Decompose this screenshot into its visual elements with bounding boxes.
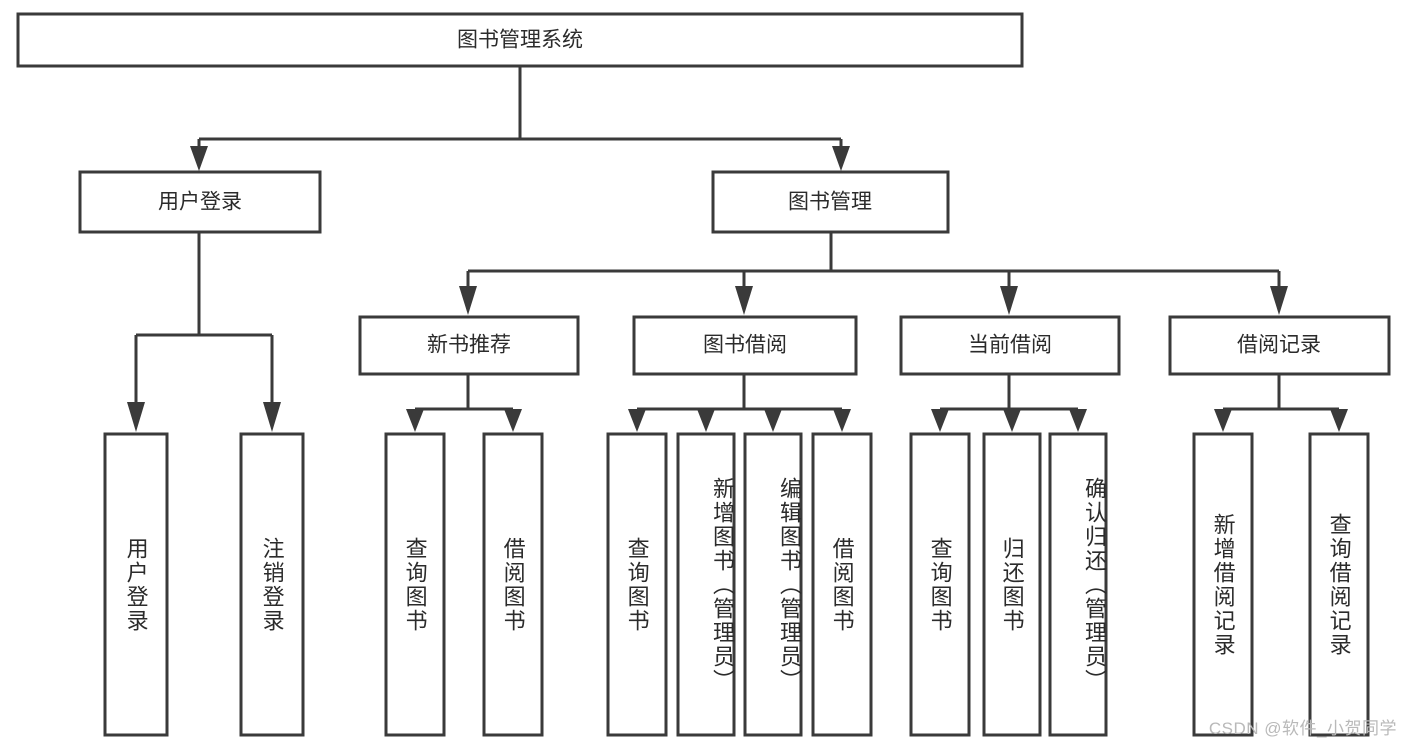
arrow-head-leaf-query-book-1 <box>406 409 424 432</box>
node-root-label: 图书管理系统 <box>457 29 583 52</box>
leaf-rect-query-book-1[interactable] <box>384 432 446 737</box>
node-book-borrow-label: 图书借阅 <box>703 334 787 357</box>
connectors-records-to-leaves <box>1214 374 1348 432</box>
node-new-book-recommend-rect[interactable] <box>358 315 580 376</box>
node-borrow-records-label: 借阅记录 <box>1237 334 1321 357</box>
csdn-watermark: CSDN @软件_小贺同学 <box>1208 719 1397 738</box>
arrow-head-user-login <box>190 146 208 171</box>
arrow-head-leaf-query-record <box>1330 409 1348 432</box>
arrow-head-borrow <box>735 286 753 315</box>
leaf-rect-return-book[interactable] <box>982 432 1042 737</box>
node-book-borrow[interactable]: 图书借阅 <box>632 315 858 376</box>
node-new-book-recommend[interactable]: 新书推荐 <box>358 315 580 376</box>
arrow-head-leaf-logout <box>263 402 281 432</box>
node-new-book-recommend-label: 新书推荐 <box>427 334 511 357</box>
leaf-rect-add-record[interactable] <box>1192 432 1254 737</box>
connectors-root-to-level2 <box>190 66 850 171</box>
leaf-rect-borrow-book-1[interactable] <box>482 432 544 737</box>
node-borrow-records-rect[interactable] <box>1168 315 1391 376</box>
leaf-rect-borrow-book-2[interactable] <box>811 432 873 737</box>
node-current-borrow-label: 当前借阅 <box>968 334 1052 357</box>
arrow-head-leaf-add-record <box>1214 409 1232 432</box>
arrow-head-leaf-confirm-return <box>1069 409 1087 432</box>
arrow-head-leaf-query-book-3 <box>931 409 949 432</box>
arrow-head-records <box>1270 286 1288 315</box>
node-current-borrow-rect[interactable] <box>899 315 1121 376</box>
node-book-management-label: 图书管理 <box>788 191 872 214</box>
node-user-login-label: 用户登录 <box>158 191 242 214</box>
leaf-rect-query-record[interactable] <box>1308 432 1370 737</box>
arrow-head-book-mgmt <box>832 146 850 171</box>
arrow-head-leaf-add-book <box>697 409 715 432</box>
leaf-rect-query-book-3[interactable] <box>909 432 971 737</box>
leaf-rect-logout[interactable] <box>239 432 305 737</box>
connectors-new-book-to-leaves <box>406 374 522 432</box>
node-book-management[interactable]: 图书管理 <box>711 170 950 234</box>
connectors-user-login-to-leaves <box>127 232 281 432</box>
leaf-rect-confirm-return[interactable] <box>1048 432 1108 737</box>
leaf-rect-user-login[interactable] <box>103 432 169 737</box>
arrow-head-leaf-return-book <box>1003 409 1021 432</box>
node-root-rect[interactable] <box>16 12 1024 68</box>
arrow-head-leaf-user-login <box>127 402 145 432</box>
arrow-head-leaf-query-book-2 <box>628 409 646 432</box>
arrow-head-leaf-edit-book <box>764 409 782 432</box>
node-current-borrow[interactable]: 当前借阅 <box>899 315 1121 376</box>
node-user-login[interactable]: 用户登录 <box>78 170 322 234</box>
leaf-rect-query-book-2[interactable] <box>606 432 668 737</box>
node-book-borrow-rect[interactable] <box>632 315 858 376</box>
connectors-borrow-to-leaves <box>628 374 851 432</box>
leaf-rect-add-book[interactable] <box>676 432 736 737</box>
node-root[interactable]: 图书管理系统 <box>16 12 1024 68</box>
arrow-head-new-book <box>459 286 477 315</box>
node-user-login-rect[interactable] <box>78 170 322 234</box>
connectors-book-mgmt-to-level3 <box>459 232 1288 315</box>
leaf-boxes <box>103 432 1370 737</box>
connectors-current-to-leaves <box>931 374 1087 432</box>
node-borrow-records[interactable]: 借阅记录 <box>1168 315 1391 376</box>
node-book-management-rect[interactable] <box>711 170 950 234</box>
arrow-head-current <box>1000 286 1018 315</box>
arrow-head-leaf-borrow-book-1 <box>504 409 522 432</box>
arrow-head-leaf-borrow-book-2 <box>833 409 851 432</box>
leaf-rect-edit-book[interactable] <box>743 432 803 737</box>
